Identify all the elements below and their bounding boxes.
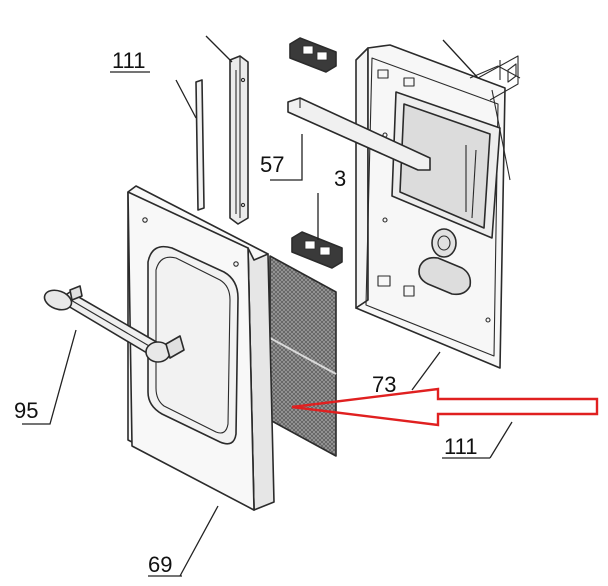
leader-57 [270,134,303,181]
label-111-top: 111 [112,48,145,73]
leader-73 [411,351,441,391]
leader-111-top-b [205,35,233,63]
bar-part [287,97,431,171]
side-rail-left [195,79,205,211]
label-3: 3 [334,166,346,191]
leader-111-top [175,79,197,119]
leader-111-right [489,421,513,459]
label-69: 69 [148,552,172,577]
label-73: 73 [372,372,396,397]
label-57: 57 [260,152,284,177]
rear-screen-outline [469,63,521,83]
label-111-right: 111 [444,434,477,459]
leader-69 [179,505,219,577]
label-95: 95 [14,398,38,423]
handle-bar [43,285,185,363]
red-indicator-arrow [291,387,599,427]
leader-95 [22,329,77,425]
back-panel [355,44,519,369]
hinge-bottom [291,231,343,269]
hinge-top [289,37,337,73]
door-front [127,185,275,511]
filter-mesh-panel [269,255,337,457]
leader-111-right-b [442,39,479,79]
side-rail-right [229,55,249,225]
